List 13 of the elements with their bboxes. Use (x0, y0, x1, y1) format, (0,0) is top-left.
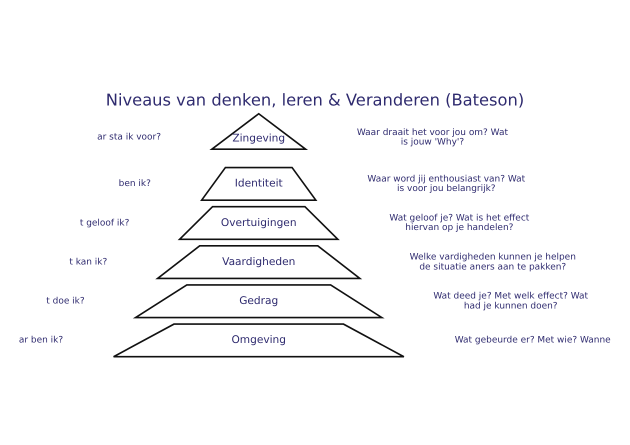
label: ar ben ik? (18, 335, 64, 346)
label: ben ik? (118, 178, 151, 189)
diagram-title: Niveaus van denken, leren & Veranderen (Bateson) (106, 90, 524, 110)
label: t doe ik? (46, 296, 85, 306)
label: Wat geloof je? Wat is het effect hiervan op je handelen? (389, 212, 530, 233)
label: t geloof ik? (80, 218, 130, 228)
label: ar sta ik voor? (97, 132, 161, 142)
label: Waar word jij enthousiast van? Wat is voor jou belangrijk? (367, 174, 526, 194)
label: Waar draait het voor jou om? Wat is jouw 'Why'? (356, 127, 508, 148)
label: t kan ik? (69, 256, 108, 267)
label: Wat deed je? Met welk effect? Wat had je kunnen doen? (433, 291, 588, 311)
label: Welke vardigheden kunnen je helpen de situatie aners aan te pakken? (410, 252, 576, 272)
label: Wat gebeurde er? Met wie? Wanne (454, 335, 611, 346)
